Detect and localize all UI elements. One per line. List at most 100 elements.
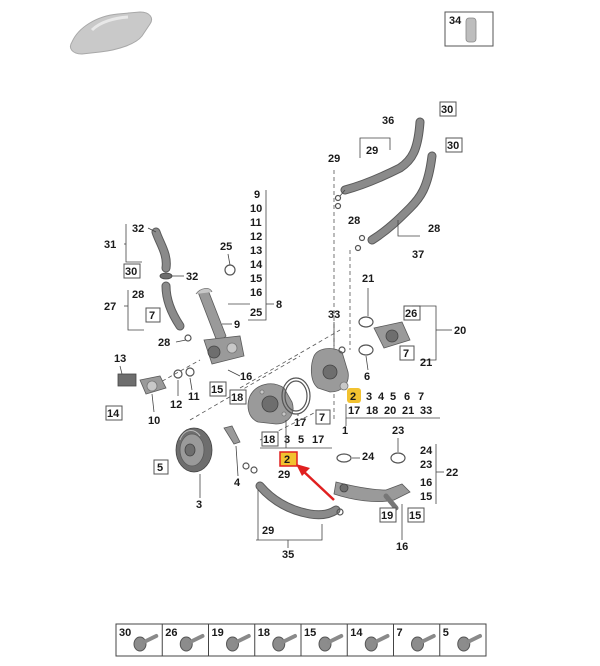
label-group-5: 5: [390, 391, 396, 403]
label-5-b: 5: [298, 434, 304, 446]
label-15-d: 15: [409, 510, 421, 522]
part-box-18-b[interactable]: [261, 431, 279, 447]
part-box-15-d[interactable]: [407, 507, 425, 523]
label-29-d: 29: [262, 525, 274, 537]
fastener-cell-7[interactable]: 7: [393, 624, 436, 656]
label-9-b: 9: [234, 319, 240, 331]
clamp-ring-icon: [334, 202, 342, 210]
bolt-icon: [457, 634, 482, 652]
bolt-icon: [179, 634, 205, 652]
fastener-label: 7: [397, 627, 403, 639]
hose-group-36: [339, 117, 437, 245]
label-15-a: 15: [250, 273, 262, 285]
label-10: 10: [250, 203, 262, 215]
label-25-b: 25: [220, 241, 232, 253]
label-25-a: 25: [250, 307, 262, 319]
part-box-15-b[interactable]: [209, 381, 227, 397]
coolant-pipe-22: [333, 481, 411, 511]
o-ring-icon: [390, 452, 406, 464]
o-ring-icon: [224, 264, 236, 276]
label-group-7: 7: [418, 391, 424, 403]
label-28-a: 28: [348, 215, 360, 227]
part-box-7-a[interactable]: [145, 307, 161, 323]
label-1: 1: [342, 425, 348, 437]
highlight-badge-2[interactable]: [347, 388, 361, 403]
part-box-7-b[interactable]: [315, 409, 331, 425]
label-7-b: 7: [319, 412, 325, 424]
fastener-cell-15[interactable]: 15: [300, 624, 344, 656]
label-group-4: 4: [378, 391, 385, 403]
label-13-b: 13: [114, 353, 126, 365]
bolt-icon: [272, 634, 297, 652]
label-32-a: 32: [132, 223, 144, 235]
label-17-a: 17: [294, 417, 306, 429]
label-7-c: 7: [403, 348, 409, 360]
o-ring-icon: [242, 462, 250, 470]
label-11-b: 11: [188, 391, 200, 403]
label-37: 37: [412, 249, 424, 261]
label-24-a: 24: [362, 451, 375, 463]
label-16-c: 16: [420, 477, 432, 489]
plug-icon: [465, 17, 477, 43]
label-group-17: 17: [348, 405, 360, 417]
label-21-b: 21: [420, 357, 432, 369]
fastener-cell-14[interactable]: 14: [346, 624, 390, 656]
label-7-a: 7: [149, 310, 155, 322]
label-16-d: 16: [396, 541, 408, 553]
label-33: 33: [328, 309, 340, 321]
label-30-a: 30: [441, 104, 453, 116]
label-28-d: 28: [158, 337, 170, 349]
part-box-14[interactable]: [105, 405, 123, 421]
coolant-pipe-8: [195, 288, 245, 365]
label-16-a: 16: [250, 287, 262, 299]
label-3: 3: [196, 499, 202, 511]
label-5: 5: [157, 462, 163, 474]
label-group-21: 21: [402, 405, 414, 417]
label-29-c: 29: [278, 469, 290, 481]
part-box-19[interactable]: [379, 507, 397, 523]
highlight-box-2[interactable]: [279, 451, 298, 467]
clamp-ring-icon: [334, 194, 342, 202]
fastener-cell-19[interactable]: 19: [208, 624, 251, 656]
label-9: 9: [254, 189, 260, 201]
label-group-3: 3: [366, 391, 372, 403]
part-box-30-a[interactable]: [439, 101, 457, 117]
bolt-icon: [133, 634, 159, 652]
o-ring-icon: [250, 466, 258, 474]
label-31: 31: [104, 239, 116, 251]
label-21-a: 21: [362, 273, 374, 285]
label-3-b: 3: [284, 434, 290, 446]
fastener-label: 14: [350, 627, 363, 639]
clamp-ring-icon: [358, 234, 366, 242]
red-arrow-icon: [296, 464, 335, 501]
label-11: 11: [250, 217, 262, 229]
part-box-30-c[interactable]: [123, 263, 141, 279]
part-box-34[interactable]: 34: [444, 11, 494, 47]
fastener-cell-30[interactable]: 30: [119, 627, 159, 652]
fastener-cell-26[interactable]: 26: [161, 624, 205, 656]
label-14-a: 14: [250, 259, 263, 271]
label-10-b: 10: [148, 415, 160, 427]
label-30-c: 30: [125, 266, 137, 278]
label-group-33: 33: [420, 405, 432, 417]
label-12: 12: [250, 231, 262, 243]
label-32-b: 32: [186, 271, 198, 283]
label-20: 20: [454, 325, 466, 337]
part-box-18-a[interactable]: [229, 389, 247, 405]
part-box-5[interactable]: [153, 459, 169, 475]
bolt-icon: [226, 634, 251, 652]
part-box-30-b[interactable]: [445, 137, 463, 153]
label-29-b: 29: [328, 153, 340, 165]
label-29-a: 29: [366, 145, 378, 157]
label-4: 4: [234, 477, 241, 489]
fastener-cell-5[interactable]: 5: [439, 624, 482, 656]
o-ring-icon: [338, 346, 346, 354]
gasket-icon: [281, 377, 311, 415]
fastener-cell-18[interactable]: 18: [254, 624, 297, 656]
fastener-label: 18: [258, 627, 270, 639]
part-box-7-c[interactable]: [399, 345, 415, 361]
clamp-ring-icon: [184, 334, 192, 342]
